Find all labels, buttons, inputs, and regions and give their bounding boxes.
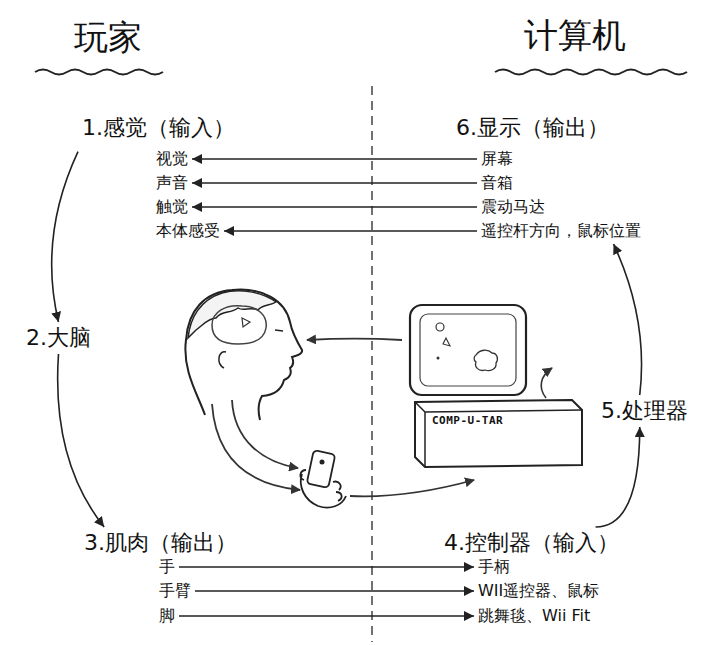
- asteroid: [436, 323, 444, 331]
- list-item: 遥控杆方向，鼠标位置: [477, 220, 645, 242]
- flow-arrow: [350, 480, 474, 496]
- player-title: 玩家: [74, 16, 142, 58]
- flow-arrow: [192, 158, 477, 160]
- list-item: 手柄: [474, 556, 514, 578]
- computer-box-edge: [415, 402, 582, 467]
- item-text: 遥控杆方向，鼠标位置: [481, 221, 641, 241]
- list-item: 脚: [155, 605, 179, 627]
- stage-group: 5.处理器: [597, 395, 692, 427]
- item-text: 手臂: [159, 581, 191, 601]
- hand: [300, 470, 346, 508]
- flow-arrow: [614, 244, 642, 395]
- flow-arrow: [179, 615, 474, 617]
- brain-mark: [242, 318, 250, 327]
- item-text: 手: [159, 557, 175, 577]
- item-text: 震动马达: [481, 197, 545, 217]
- flow-arrow: [307, 339, 402, 341]
- list-item: 手: [155, 556, 179, 578]
- eye: [275, 330, 283, 331]
- flow-arrow: [52, 152, 78, 322]
- flow-arrow: [58, 354, 105, 527]
- list-item: 音箱: [477, 172, 517, 194]
- list-item: 手臂: [155, 580, 195, 602]
- flow-arrow: [224, 230, 477, 232]
- item-text: 触觉: [156, 197, 188, 217]
- flow-arrow: [596, 427, 640, 527]
- item-text: 跳舞毯、Wii Fit: [478, 606, 590, 626]
- wavy-underline: [495, 70, 687, 75]
- divider-line: [371, 86, 373, 642]
- list-item: 声音: [152, 172, 192, 194]
- brain: [212, 306, 266, 344]
- item-text: 音箱: [481, 173, 513, 193]
- asteroid: [474, 350, 497, 370]
- flow-arrow: [179, 566, 474, 568]
- flow-arrow: [192, 182, 477, 184]
- stage-heading: 1.感觉（输入）: [82, 114, 235, 142]
- list-item: 震动马达: [477, 196, 549, 218]
- list-item: 屏幕: [477, 148, 517, 170]
- stage-group: 4.控制器（输入）手柄 WII遥控器、鼠标跳舞毯、Wii Fit: [440, 527, 623, 629]
- stage-heading: 5.处理器: [601, 397, 688, 425]
- item-text: 手柄: [478, 557, 510, 577]
- item-text: WII遥控器、鼠标: [478, 581, 599, 601]
- flow-arrow: [212, 404, 300, 490]
- flow-arrow: [195, 590, 474, 592]
- flow-arrow: [192, 206, 477, 208]
- stage-group: 2.大脑: [22, 322, 95, 354]
- monitor: [410, 305, 526, 395]
- flow-arrow: [232, 400, 298, 468]
- item-text: 脚: [159, 606, 175, 626]
- controller-button: [320, 460, 325, 465]
- stage-group: 6.显示（输出） 屏幕音箱震动马达遥控杆方向，鼠标位置: [452, 112, 649, 244]
- stage-heading: 4.控制器（输入）: [444, 529, 619, 557]
- list-item: 触觉: [152, 196, 192, 218]
- monitor-screen: [420, 314, 516, 386]
- stage-heading: 3.肌肉（输出）: [84, 529, 237, 557]
- list-item: WII遥控器、鼠标: [474, 580, 603, 602]
- head-outline: [185, 290, 302, 420]
- ship: [443, 338, 450, 346]
- asteroid: [437, 357, 440, 360]
- computer-title: 计算机: [524, 14, 626, 56]
- stage-group: 1.感觉（输入） 视觉声音触觉本体感受: [78, 112, 239, 244]
- item-text: 视觉: [156, 149, 188, 169]
- item-text: 声音: [156, 173, 188, 193]
- item-text: 屏幕: [481, 149, 513, 169]
- computer-box: [415, 400, 582, 467]
- stage-heading: 6.显示（输出）: [456, 114, 645, 142]
- stage-group: 3.肌肉（输出）手手臂脚: [80, 527, 241, 629]
- device-brand: COMP-U-TAR: [432, 414, 503, 427]
- stage-heading: 2.大脑: [26, 324, 91, 352]
- flow-arrow: [541, 368, 552, 398]
- wavy-underline: [35, 70, 163, 75]
- item-text: 本体感受: [156, 221, 220, 241]
- list-item: 跳舞毯、Wii Fit: [474, 605, 594, 627]
- ear: [219, 352, 226, 368]
- list-item: 本体感受: [152, 220, 224, 242]
- controller: [307, 450, 336, 488]
- list-item: 视觉: [152, 148, 192, 170]
